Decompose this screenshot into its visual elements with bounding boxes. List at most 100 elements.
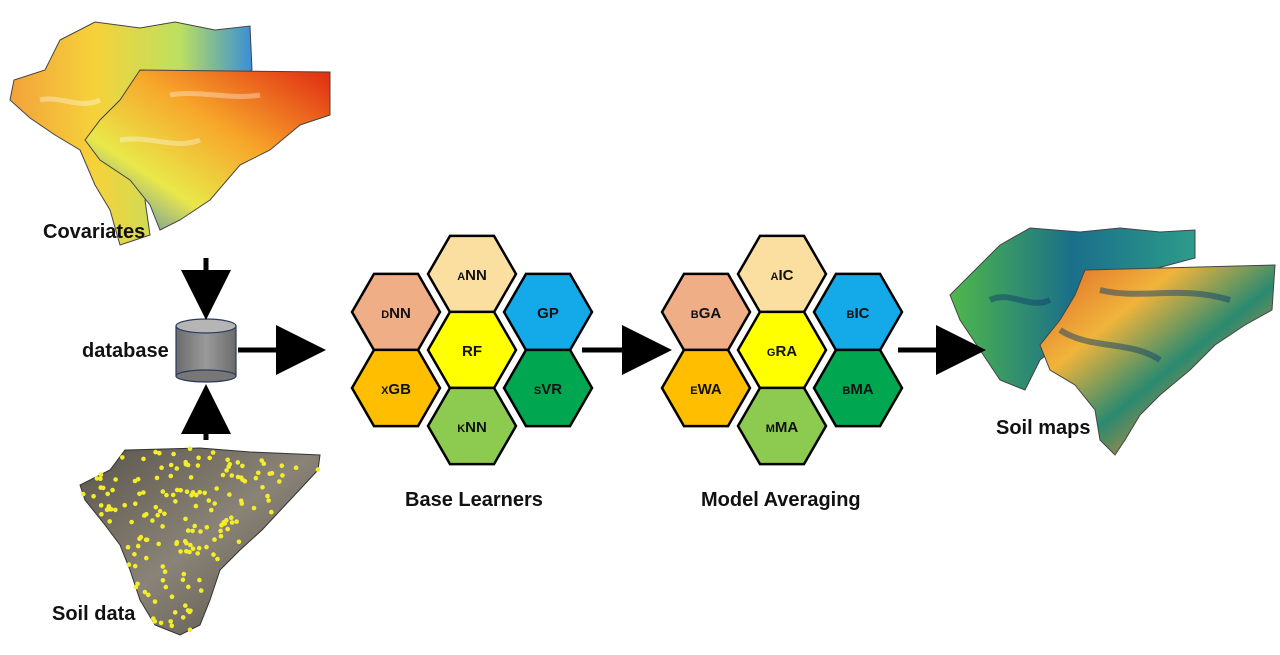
soil-sample-point	[168, 473, 174, 479]
covariates-map	[9, 21, 331, 246]
soil-sample-point	[190, 546, 196, 551]
soil-sample-point	[235, 460, 241, 465]
soil-sample-point	[225, 457, 230, 463]
soil-maps-output	[949, 227, 1276, 456]
soil-data-label: Soil data	[52, 603, 136, 625]
soil-sample-point	[169, 623, 175, 629]
model-avg-hex-label-bma: BMA	[842, 381, 873, 398]
soil-sample-point	[229, 520, 235, 525]
covariates-map-front-region	[84, 69, 331, 231]
flow-arrows	[181, 258, 986, 440]
soil-sample-point	[211, 552, 216, 557]
soil-sample-point	[99, 512, 104, 517]
model-avg-hex-bma: BMA	[812, 348, 904, 428]
soil-sample-point	[174, 466, 180, 471]
soil-sample-point	[105, 491, 110, 497]
model-avg-hex-bga: BGA	[660, 272, 752, 352]
soil-sample-point	[225, 526, 230, 532]
soil-sample-point	[178, 549, 183, 554]
base-learner-hex-knn: KNN	[426, 386, 518, 466]
base-learner-hex-label-dnn: DNN	[381, 305, 411, 322]
soil-sample-point	[174, 539, 180, 545]
soil-maps-label: Soil maps	[996, 417, 1091, 439]
soil-sample-point	[152, 599, 158, 604]
base-learner-hex-gp: GP	[502, 272, 594, 352]
soil-sample-point	[218, 533, 224, 539]
soil-sample-point	[212, 537, 217, 542]
soil-sample-point	[277, 479, 282, 484]
soil-sample-point	[239, 501, 245, 506]
soil-sample-point	[236, 539, 242, 545]
soil-sample-point	[164, 492, 169, 498]
soil-sample-point	[195, 463, 201, 468]
soil-sample-point	[229, 473, 235, 478]
soil-sample-point	[224, 517, 229, 523]
soil-sample-point	[202, 490, 207, 496]
soil-sample-point	[189, 492, 194, 498]
soil-sample-point	[188, 542, 193, 548]
soil-sample-point	[152, 619, 158, 624]
soil-sample-point	[169, 594, 175, 599]
soil-sample-point	[214, 486, 219, 491]
soil-sample-point	[120, 455, 125, 460]
soil-sample-point	[157, 508, 163, 514]
soil-sample-point	[98, 472, 104, 477]
soil-sample-point	[174, 487, 180, 493]
soil-sample-point	[186, 584, 191, 590]
soil-sample-point	[159, 465, 164, 471]
soil-sample-point	[224, 468, 229, 473]
soil-sample-point	[98, 503, 104, 508]
model-avg-hex-label-ewa: EWA	[690, 381, 722, 398]
base-learner-hex-label-ann: ANN	[457, 267, 487, 284]
soil-sample-point	[255, 470, 261, 476]
model-avg-hex-shape-bma	[812, 348, 904, 428]
base-learners-label: Base Learners	[405, 489, 543, 511]
soil-sample-point	[126, 562, 132, 567]
base-learner-hex-shape-svr	[502, 348, 594, 428]
soil-sample-point	[94, 476, 100, 481]
soil-sample-point	[181, 571, 187, 577]
soil-sample-point	[113, 507, 118, 513]
soil-sample-point	[183, 461, 189, 467]
soil-sample-point	[190, 528, 195, 534]
soil-sample-point	[229, 515, 234, 520]
soil-maps-texture	[988, 287, 1231, 363]
soil-sample-point	[135, 477, 141, 482]
soil-sample-point	[135, 581, 140, 587]
soil-sample-point	[171, 451, 176, 457]
soil-sample-point	[215, 556, 220, 562]
soil-sample-point	[162, 569, 168, 574]
soil-sample-point	[280, 473, 285, 478]
model-avg-hex-ewa: EWA	[660, 348, 752, 428]
soil-sample-point	[98, 476, 103, 482]
soil-sample-point	[198, 529, 203, 534]
model-avg-hex-bic: BIC	[812, 272, 904, 352]
soil-sample-point	[106, 504, 112, 509]
soil-sample-point	[235, 474, 241, 480]
soil-sample-point	[135, 543, 141, 549]
soil-sample-point	[132, 563, 138, 569]
base-learner-hex-label-xgb: XGB	[381, 381, 411, 398]
soil-sample-point	[141, 490, 146, 495]
model-avg-hex-label-bic: BIC	[847, 305, 870, 322]
soil-sample-point	[197, 489, 202, 495]
soil-sample-point	[122, 502, 127, 508]
base-learner-hex-dnn: DNN	[350, 272, 442, 352]
soil-sample-point	[194, 492, 199, 498]
soil-sample-point	[80, 491, 86, 497]
soil-sample-point	[187, 627, 193, 633]
soil-sample-point	[144, 555, 149, 561]
soil-sample-point	[182, 538, 188, 544]
soil-sample-point	[184, 489, 190, 495]
soil-sample-point	[157, 450, 162, 456]
model-avg-hex-shape-mma	[736, 386, 828, 466]
soil-sample-point	[266, 498, 271, 503]
soil-sample-point	[180, 577, 186, 583]
soil-sample-point	[212, 501, 217, 506]
base-learner-hex-ann: ANN	[426, 234, 518, 314]
soil-sample-point	[227, 492, 232, 497]
soil-sample-point	[253, 475, 259, 481]
soil-sample-point	[168, 462, 174, 468]
soil-sample-point	[142, 589, 148, 595]
soil-sample-point	[265, 493, 270, 499]
